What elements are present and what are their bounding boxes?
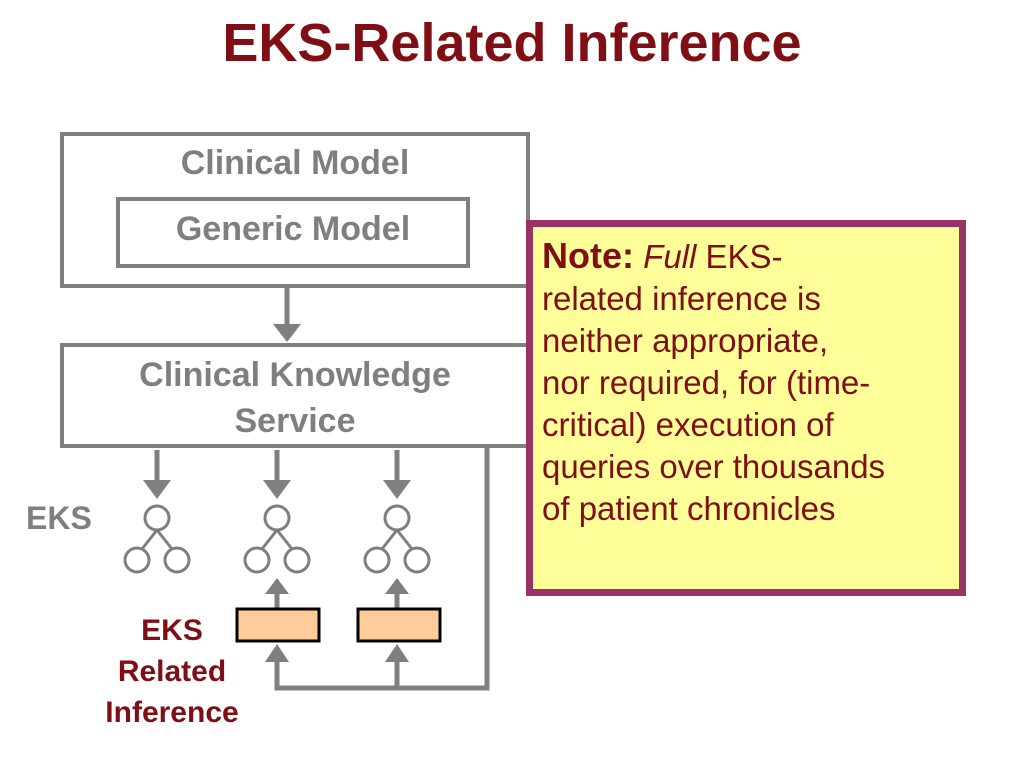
eks-tree-3: [363, 504, 431, 574]
eks-label: EKS: [26, 500, 92, 536]
note-line-1: Note: Full EKS-: [542, 235, 951, 278]
feedback-loop: [274, 448, 490, 691]
eks-related-inference-label: EKS Related Inference: [92, 610, 252, 733]
note-line-5: critical) execution of: [542, 406, 834, 443]
arrow-inference-to-eks-3: [385, 578, 409, 608]
eks-related-line3: Inference: [105, 696, 239, 729]
eks-related-line1: EKS: [141, 614, 203, 647]
eks-related-line2: Related: [117, 655, 227, 688]
note-line-7: of patient chronicles: [542, 490, 836, 527]
cks-label: Clinical Knowledge Service: [62, 352, 528, 444]
eks-tree-1: [123, 504, 191, 574]
arrow-cks-to-eks-1: [143, 450, 171, 499]
eks-tree-2: [243, 504, 311, 574]
arrow-cks-to-eks-2: [263, 450, 291, 499]
note-line-3: neither appropriate,: [542, 322, 829, 359]
arrow-head-loop-2: [385, 644, 409, 662]
arrow-cks-to-eks-3: [383, 450, 411, 499]
arrow-head-model-to-cks: [273, 324, 301, 342]
generic-model-label: Generic Model: [175, 210, 411, 248]
note-text-1: EKS-: [696, 238, 783, 275]
note-line-4: nor required, for (time-: [542, 364, 871, 401]
clinical-model-label: Clinical Model: [180, 144, 410, 182]
arrow-head-loop-1: [265, 644, 289, 662]
note-label: Note:: [542, 235, 634, 276]
note-emphasis: Full: [643, 238, 697, 275]
inference-box-1: [235, 607, 321, 643]
arrow-inference-to-eks-2: [265, 578, 289, 608]
generic-model-box: [116, 197, 470, 268]
note-box: Note: Full EKS- related inference is nei…: [526, 220, 966, 596]
page-title: EKS-Related Inference: [222, 13, 802, 73]
note-line-6: queries over thousands: [542, 448, 886, 485]
cks-label-line1: Clinical Knowledge: [139, 356, 451, 394]
inference-box-2: [356, 607, 442, 643]
clinical-model-box: [60, 132, 530, 288]
note-line-2: related inference is: [542, 280, 821, 317]
cks-label-line2: Service: [234, 402, 356, 440]
